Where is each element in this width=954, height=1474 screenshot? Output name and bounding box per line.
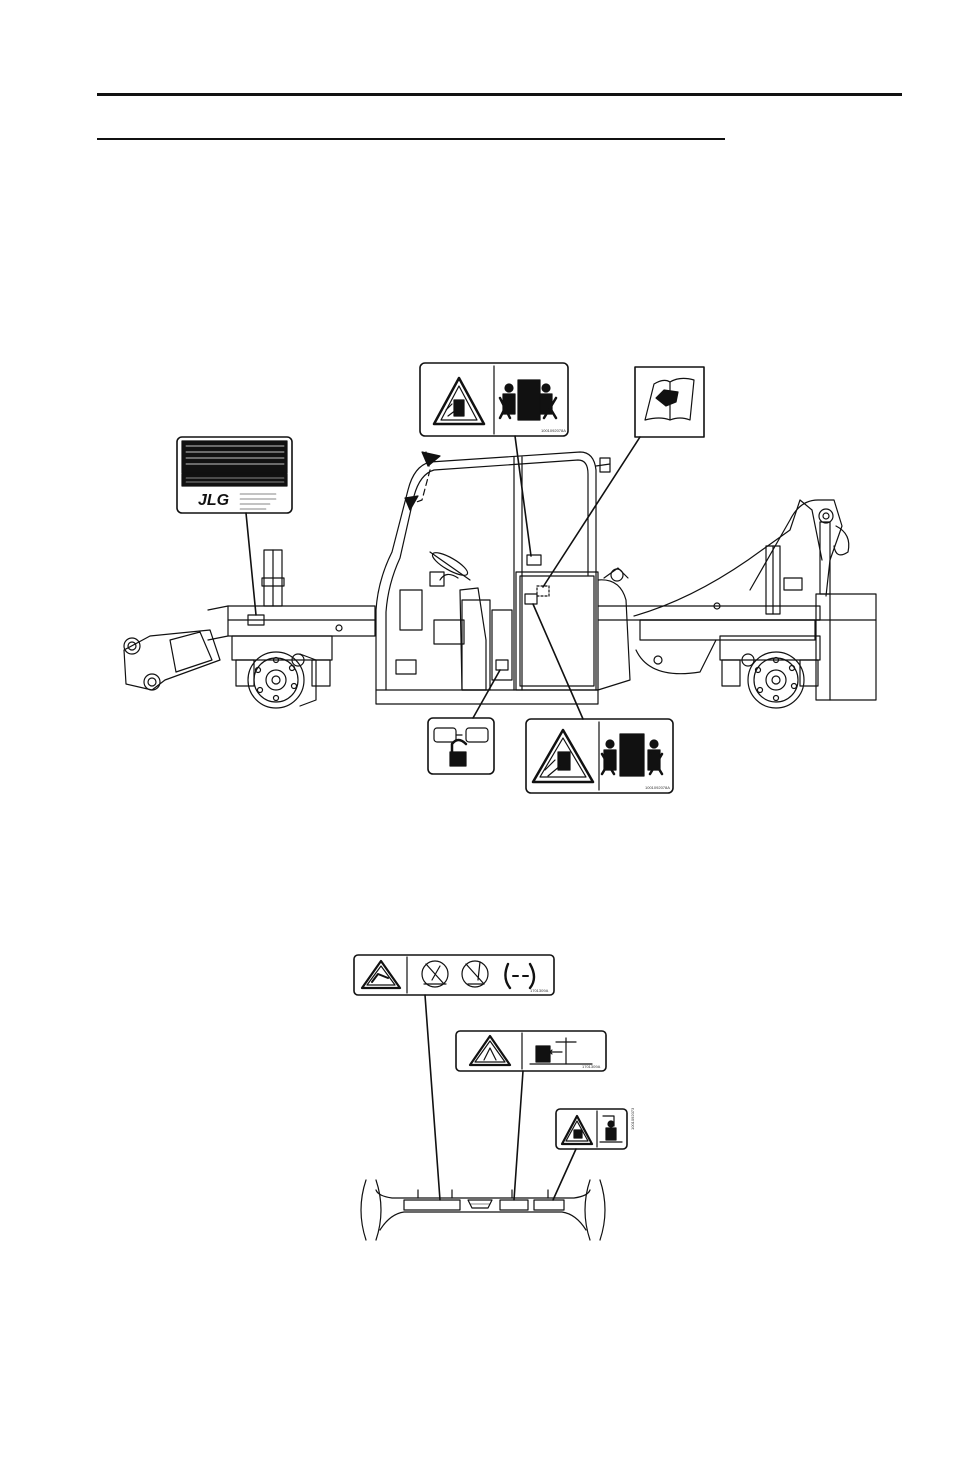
- jlg-logo: JLG: [198, 492, 229, 509]
- front-wheel-hub: [720, 636, 820, 708]
- frame-front-view-figure: 1701309A 1701309A: [354, 955, 635, 1240]
- door-crush-warning-decal: 1001092078A: [526, 604, 673, 793]
- operator-cab: [376, 452, 610, 704]
- decal-code-door: 1001092078A: [645, 785, 670, 790]
- decal-code-crush: 1001092073: [630, 1107, 635, 1130]
- serial-plate-decal: JLG: [177, 437, 292, 615]
- tip-over-warning-decal: 1701309A: [354, 955, 554, 1200]
- seat-belt-lock-decal: [428, 670, 500, 774]
- rear-hitch: [124, 630, 220, 690]
- decal-code-electrocution: 1701309A: [582, 1064, 601, 1069]
- electrocution-warning-decal: 1701309A: [456, 1031, 606, 1200]
- decal-code-cab: 1001092078A: [541, 428, 566, 433]
- decal-code-tipover: 1701309A: [530, 988, 549, 993]
- crush-personnel-warning-decal: 1001092073: [553, 1107, 635, 1200]
- boom-pivot: [750, 500, 876, 700]
- read-manual-decal: [543, 367, 704, 587]
- machine-side-view-figure: JLG 1001092078A: [124, 363, 876, 793]
- front-frame: [361, 1180, 605, 1240]
- rear-axle-assembly: [232, 550, 332, 686]
- cab-crush-warning-decal: 1001092078A: [420, 363, 568, 556]
